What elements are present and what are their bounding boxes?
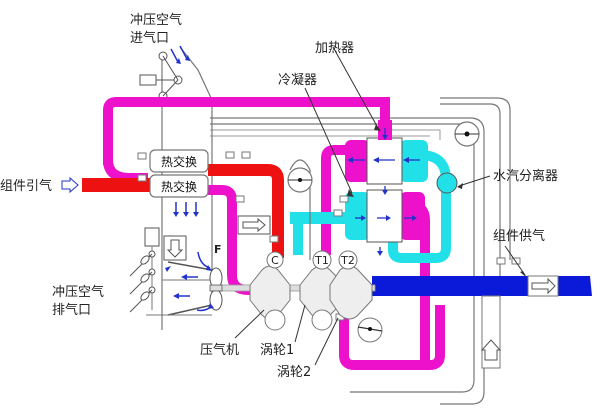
condenser-label: 冷凝器 [278,72,317,88]
reheater-core [366,137,403,185]
inlet-arrow [179,45,188,60]
turbine2-tag: T2 [340,254,355,267]
heat-exchangers: 热交换 热交换 [149,149,209,217]
turbine1-inlet [312,250,332,270]
primary-heat-exchanger [149,149,209,173]
leader-lines [234,46,527,366]
water-separator-label: 水汽分离器 [493,168,558,184]
pack-supply-duct [372,275,592,369]
supply-arrow [531,277,556,295]
fan-tag: F [214,243,222,256]
pack-bleed-label: 组件引气 [0,178,52,194]
hot-bleed-ducts [61,164,284,258]
labels: 冲压空气 进气口 加热器 冷凝器 水汽分离器 组件引气 组件供气 冲压空气 排气… [0,12,558,380]
ram-air-exhaust-label-1: 冲压空气 [52,284,104,300]
compressor-inlet [266,251,284,269]
primary-hx-label: 热交换 [161,154,197,169]
secondary-hx-label: 热交换 [161,179,197,194]
bypass-ducts [210,97,511,405]
turbine2-inlet [338,250,358,270]
condenser-reheater-unit [345,120,428,256]
sensors [137,151,521,321]
turbine1-tag: T1 [314,254,329,267]
compressor-tag: C [271,254,279,267]
exhaust-arrows [165,251,214,312]
anti-ice-valve [287,159,313,260]
heater-label: 加热器 [315,41,354,56]
turbine1-label: 涡轮1 [260,343,294,358]
water-separator [436,172,458,194]
inlet-actuator [139,74,157,86]
turbine2-label: 涡轮2 [277,365,311,380]
fan-exhaust: F [129,227,223,316]
check-valve [237,215,271,235]
exhaust-actuator [144,227,160,247]
ram-air-inlet-label-2: 进气口 [130,30,169,46]
condenser-core [366,189,403,243]
flow-arrows [347,128,420,256]
secondary-heat-exchanger [149,174,209,198]
inlet-arrow [170,48,179,63]
ram-air-inlet-label-1: 冲压空气 [130,12,182,28]
ram-air-exhaust-label-2: 排气口 [52,302,91,318]
air-cycle-machine: C T1 T2 [219,250,383,343]
pack-supply-label: 组件供气 [493,228,545,244]
ram-air-down-arrows [173,202,199,217]
compressor-label: 压气机 [200,342,239,358]
bleed-inlet-arrow [61,176,79,194]
recirc-arrow [480,339,502,361]
